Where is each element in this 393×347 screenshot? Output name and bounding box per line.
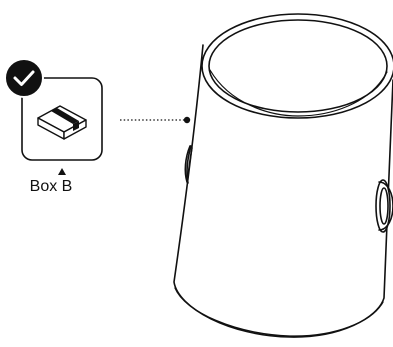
container-rim-outer	[201, 13, 393, 119]
container-illustration	[173, 13, 393, 338]
container-right-port-housing	[378, 181, 393, 231]
part-label: Box B	[29, 178, 73, 195]
badge-circle	[4, 58, 44, 98]
container-base-lip	[174, 287, 384, 337]
container-inner-lip	[209, 69, 388, 117]
leader-line-endpoint	[183, 116, 191, 124]
box-icon	[37, 105, 87, 140]
container-right-port-inner	[379, 187, 389, 225]
container-left-slot-edge	[186, 145, 192, 184]
checkmark-icon	[13, 70, 35, 86]
selected-badge	[4, 58, 44, 98]
triangle-up-icon	[58, 168, 66, 175]
container-rim-inner	[208, 19, 388, 113]
part-tile-box-b[interactable]	[21, 77, 103, 175]
